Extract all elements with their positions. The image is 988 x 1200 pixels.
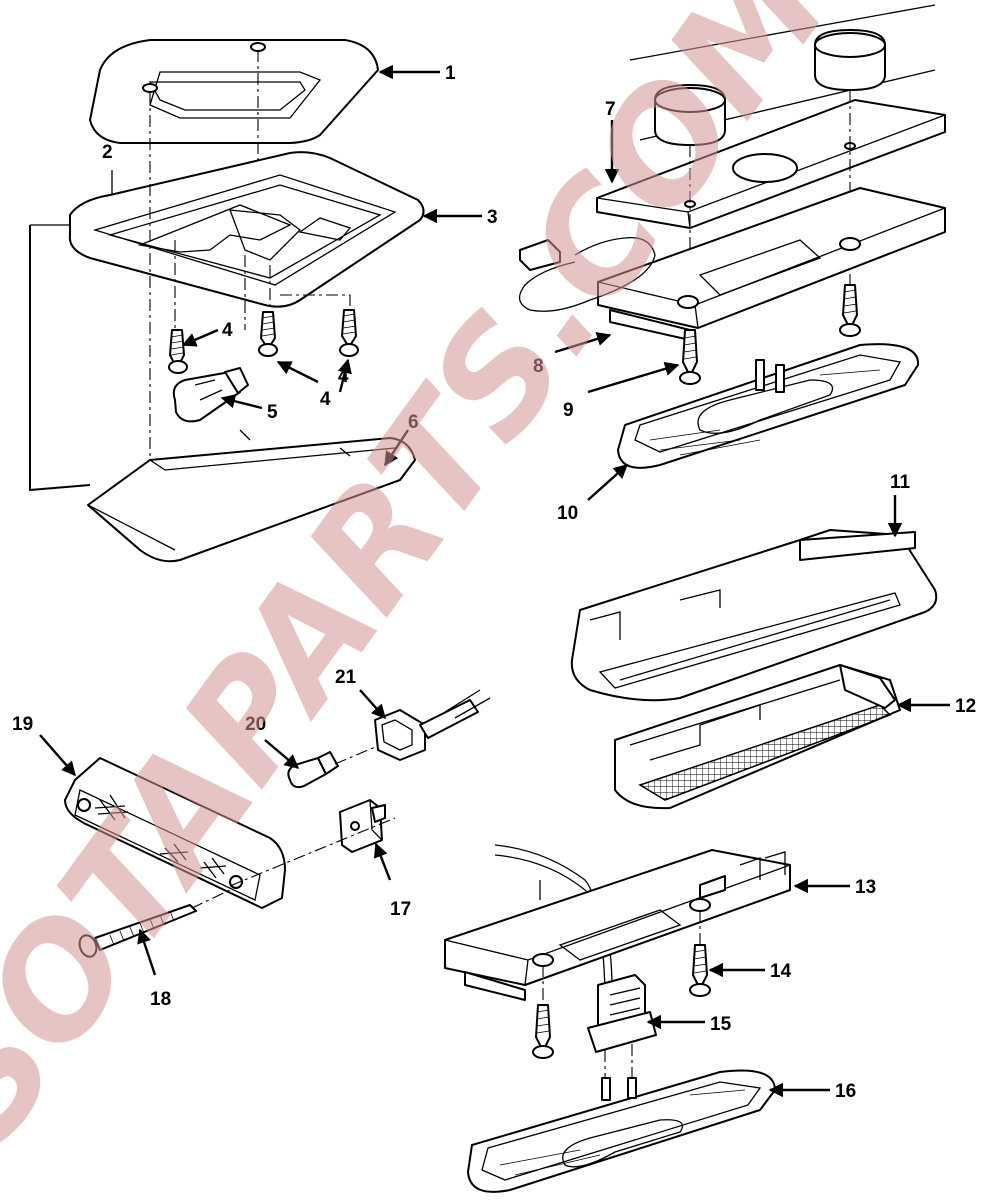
screw-part-4a [168,329,188,374]
callout-15: 15 [710,1014,732,1035]
callout-7: 7 [605,99,616,120]
screw-part-9a [679,329,701,385]
screw-part-14b [532,1004,554,1059]
callout-4b: 4 [320,389,331,410]
callout-16: 16 [835,1081,856,1102]
callout-4a: 4 [222,320,233,341]
plate-part-7 [596,99,946,229]
callout-17: 17 [390,899,411,920]
dome-lamp-assembly-right [518,4,946,469]
callout-19: 19 [12,714,33,735]
lens-part-16 [467,1069,776,1193]
callout-labels: 1 2 3 4 4 4 5 6 7 8 9 10 11 12 13 14 15 … [12,63,976,1102]
housing-part-19 [64,757,286,909]
screw-part-14 [689,944,711,997]
callout-18: 18 [150,989,171,1010]
gasket-part-1 [89,39,379,144]
screw-part-18 [78,904,197,958]
screw-part-9b [839,284,861,337]
callout-6: 6 [408,412,419,433]
clip-part-17 [339,799,386,853]
base-part-8 [518,187,946,341]
connector-part-15 [587,974,657,1053]
callout-12: 12 [955,696,976,717]
callout-9: 9 [563,400,574,421]
callout-3: 3 [487,207,498,228]
lamp-assembly-bottom-left [64,689,491,958]
callout-4c: 4 [338,366,349,387]
lens-part-6 [87,429,416,563]
callout-20: 20 [245,714,266,735]
screw-part-4b [258,311,278,357]
grille-lamp-part-12 [614,664,901,810]
roof-mount-boss [654,29,886,146]
screw-part-4c [339,309,359,357]
callout-14: 14 [770,961,792,982]
socket-part-21 [374,689,491,761]
bulb-part-5 [172,367,249,423]
callout-2: 2 [102,142,113,163]
dome-lamp-assembly-left [29,39,425,563]
callout-5: 5 [267,402,278,423]
callout-21: 21 [335,667,357,688]
callout-11: 11 [890,472,911,493]
callout-leaders [39,64,950,1098]
callout-1: 1 [445,63,456,84]
housing-part-3 [68,151,425,308]
lamp-assembly-right-middle [570,529,938,810]
bezel-part-11 [570,529,938,702]
lamp-assembly-bottom-right [444,844,791,1193]
bracket-part-2 [29,225,91,491]
base-part-13 [444,849,791,1001]
callout-10: 10 [557,503,578,524]
callout-13: 13 [855,877,876,898]
lens-part-10 [617,343,920,469]
callout-8: 8 [533,356,544,377]
